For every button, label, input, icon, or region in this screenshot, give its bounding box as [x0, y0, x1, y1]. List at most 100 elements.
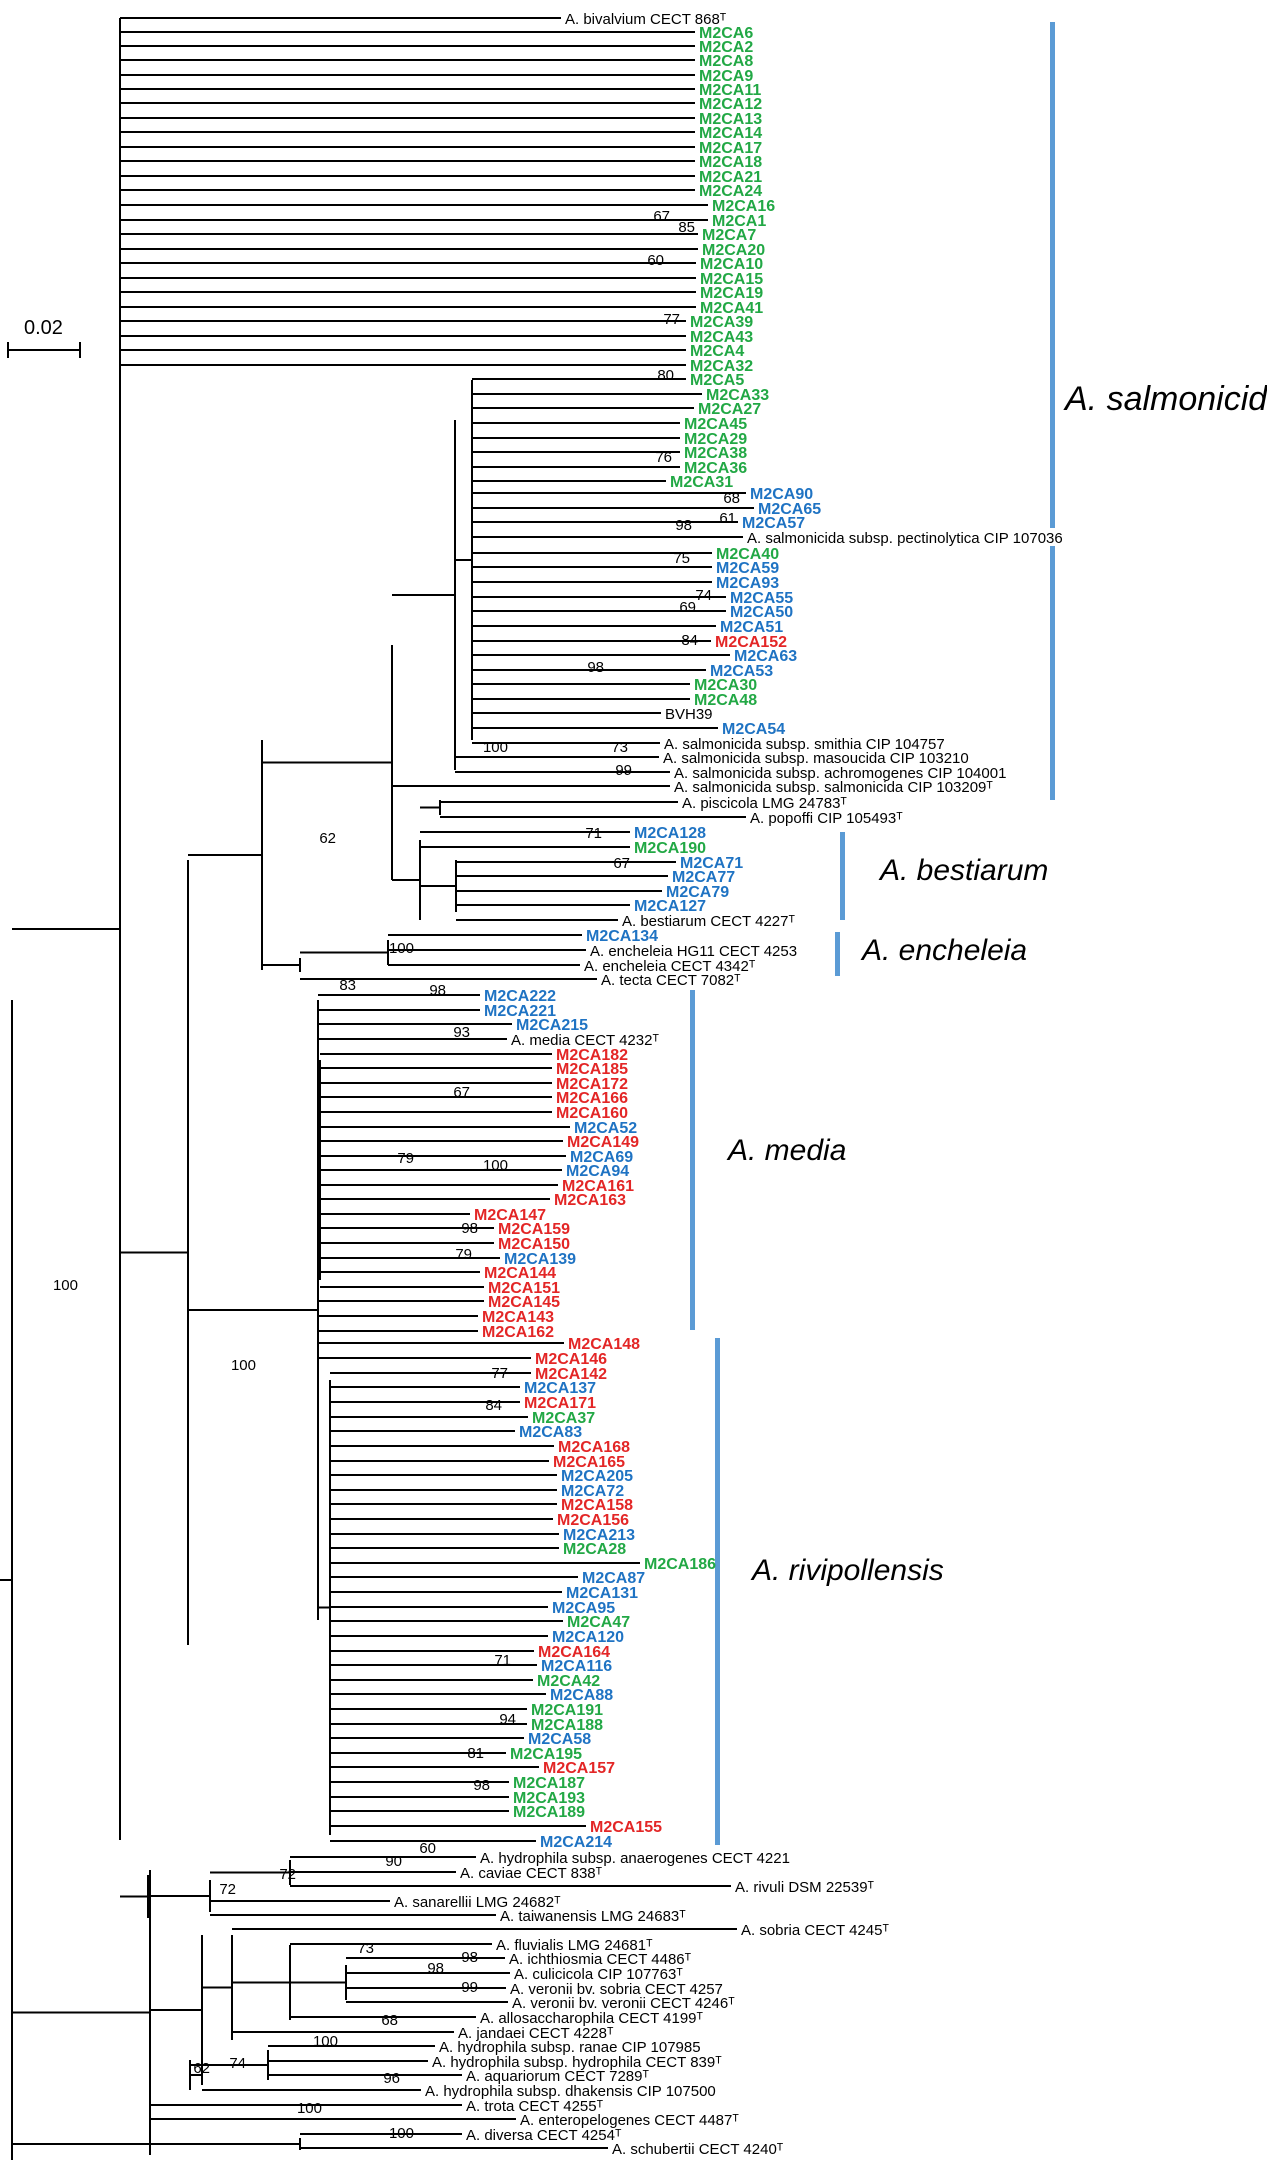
taxon-label: M2CA94 [566, 1163, 629, 1180]
taxon-label: M2CA168 [558, 1439, 630, 1456]
bootstrap-value: 96 [383, 2070, 400, 2087]
taxon-label: A. veronii bv. sobria CECT 4257 [510, 1981, 723, 1998]
clade-label: A. bestiarum [878, 854, 1048, 887]
taxon-label: A. media CECT 4232ᵀ [511, 1032, 659, 1049]
taxon-label: A. veronii bv. veronii CECT 4246ᵀ [512, 1995, 735, 2012]
taxon-label: M2CA12 [699, 96, 762, 113]
taxon-label: M2CA5 [690, 372, 744, 389]
taxon-label: M2CA171 [524, 1395, 596, 1412]
taxon-label: M2CA19 [700, 285, 763, 302]
taxon-label: A. salmonicida subsp. smithia CIP 104757 [664, 736, 945, 753]
taxon-label: M2CA159 [498, 1221, 570, 1238]
taxon-label: M2CA186 [644, 1556, 716, 1573]
bootstrap-value: 74 [229, 2055, 246, 2072]
taxon-label: M2CA29 [684, 431, 747, 448]
taxon-label: M2CA161 [562, 1178, 634, 1195]
bootstrap-value: 75 [673, 550, 690, 567]
taxon-label: A. hydrophila subsp. anaerogenes CECT 42… [480, 1850, 790, 1867]
taxon-label: A. trota CECT 4255ᵀ [466, 2098, 604, 2115]
taxon-label: A. aquariorum CECT 7289ᵀ [466, 2068, 649, 2085]
taxon-label: M2CA24 [699, 183, 762, 200]
bootstrap-value: 98 [429, 982, 446, 999]
taxon-label: M2CA134 [586, 928, 658, 945]
clade-bar [690, 990, 695, 1330]
taxon-label: M2CA148 [568, 1336, 640, 1353]
taxon-label: M2CA41 [700, 300, 763, 317]
taxon-label: M2CA47 [567, 1614, 630, 1631]
taxon-label: A. encheleia CECT 4342ᵀ [584, 958, 756, 975]
taxon-label: M2CA160 [556, 1105, 628, 1122]
bootstrap-value: 72 [279, 1866, 296, 1883]
tree-branches [0, 17, 754, 2160]
scale-bar: 0.02 [7, 317, 81, 358]
taxon-label: M2CA32 [690, 358, 753, 375]
bootstrap-value: 90 [385, 1853, 402, 1870]
bootstrap-value: 74 [695, 587, 712, 604]
taxon-label: A. piscicola LMG 24783ᵀ [682, 795, 847, 812]
bootstrap-value: 83 [339, 977, 356, 994]
bootstrap-value: 73 [357, 1940, 374, 1957]
taxon-label: M2CA39 [690, 314, 753, 331]
taxon-label: M2CA87 [582, 1570, 645, 1587]
clade-label: A. encheleia [860, 934, 1027, 967]
taxon-label: M2CA4 [690, 343, 744, 360]
taxon-label: M2CA222 [484, 988, 556, 1005]
taxon-label: M2CA205 [561, 1468, 633, 1485]
taxon-label: M2CA93 [716, 575, 779, 592]
bootstrap-value: 71 [494, 1652, 511, 1669]
taxon-label: M2CA213 [563, 1527, 635, 1544]
taxon-label: M2CA137 [524, 1380, 596, 1397]
taxon-label: M2CA10 [700, 256, 763, 273]
bootstrap-value: 100 [483, 1157, 508, 1174]
taxon-label: M2CA55 [730, 590, 793, 607]
taxon-label: A. salmonicida subsp. salmonicida CIP 10… [674, 779, 993, 796]
taxon-label: M2CA163 [554, 1192, 626, 1209]
bootstrap-value: 100 [53, 1277, 78, 1294]
bootstrap-value: 98 [675, 517, 692, 534]
taxon-label: M2CA72 [561, 1483, 624, 1500]
bootstrap-value: 98 [427, 1960, 444, 1977]
taxon-label: M2CA17 [699, 140, 762, 157]
taxon-label: M2CA195 [510, 1746, 582, 1763]
taxon-label: M2CA18 [699, 154, 762, 171]
taxon-label: M2CA20 [702, 242, 765, 259]
clade-bar [1050, 546, 1055, 800]
taxon-label: M2CA143 [482, 1309, 554, 1326]
taxon-label: M2CA182 [556, 1047, 628, 1064]
taxon-label: A. ichthiosmia CECT 4486ᵀ [509, 1951, 692, 1968]
taxon-label: M2CA1 [712, 213, 766, 230]
taxon-label: M2CA145 [488, 1294, 560, 1311]
taxon-label: A. schubertii CECT 4240ᵀ [612, 2141, 784, 2158]
taxon-label: A. fluvialis LMG 24681ᵀ [496, 1937, 653, 1954]
bootstrap-value: 85 [678, 219, 695, 236]
bootstrap-value: 67 [453, 1084, 470, 1101]
bootstrap-value: 98 [587, 659, 604, 676]
taxon-label: M2CA172 [556, 1076, 628, 1093]
taxon-label: M2CA54 [722, 721, 785, 738]
taxon-label: M2CA127 [634, 898, 706, 915]
taxon-label: M2CA90 [750, 486, 813, 503]
taxon-label: M2CA57 [742, 515, 805, 532]
taxon-label: A. diversa CECT 4254ᵀ [466, 2127, 622, 2144]
taxon-label: M2CA71 [680, 855, 743, 872]
taxon-label: M2CA52 [574, 1120, 637, 1137]
bootstrap-value: 62 [193, 2060, 210, 2077]
taxon-label: M2CA156 [557, 1512, 629, 1529]
bootstrap-values: 1009810062831007167739967856077807698686… [53, 208, 740, 2142]
taxon-label: M2CA7 [702, 227, 756, 244]
taxon-label: M2CA215 [516, 1017, 588, 1034]
taxon-label: M2CA142 [535, 1366, 607, 1383]
taxon-label: A. taiwanensis LMG 24683ᵀ [500, 1908, 686, 1925]
bootstrap-value: 60 [419, 1840, 436, 1857]
taxon-label: M2CA147 [474, 1207, 546, 1224]
bootstrap-value: 94 [499, 1711, 516, 1728]
bootstrap-value: 72 [219, 1881, 236, 1898]
bootstrap-value: 79 [397, 1150, 414, 1167]
taxon-label: A. tecta CECT 7082ᵀ [601, 972, 741, 989]
clade-label: A. salmonicida [1063, 380, 1267, 418]
taxon-label: M2CA51 [720, 619, 783, 636]
taxon-label: A. enteropelogenes CECT 4487ᵀ [520, 2112, 739, 2129]
clade-bar [840, 832, 845, 920]
